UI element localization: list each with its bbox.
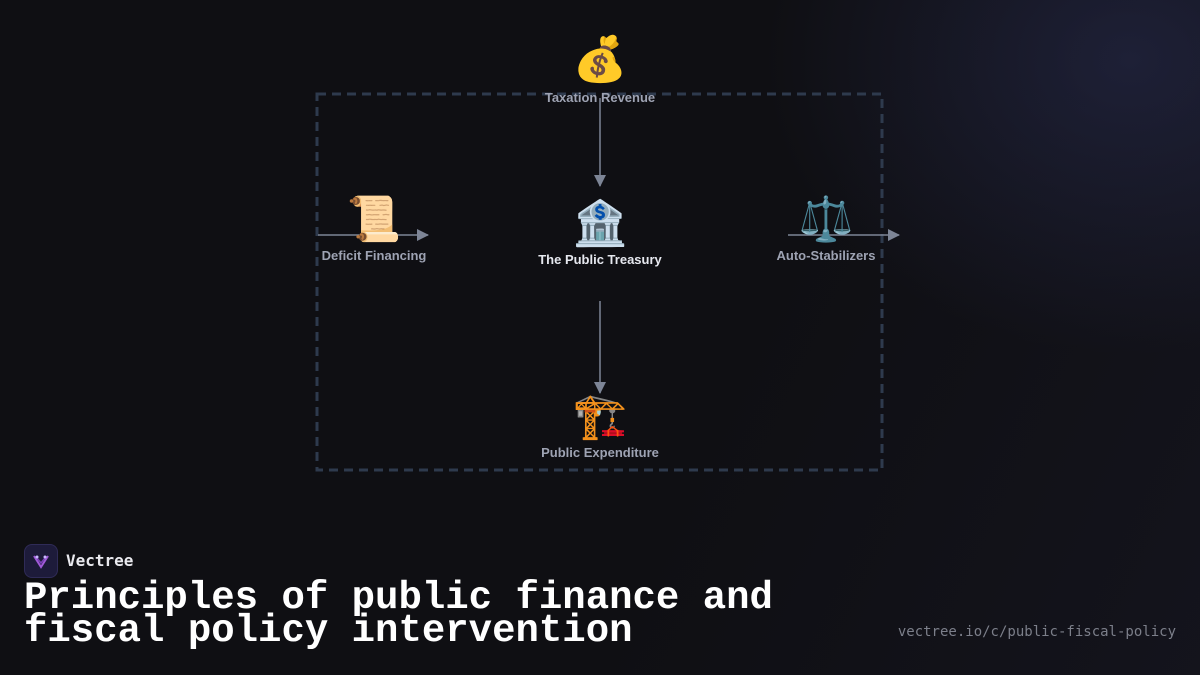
balance-scale-icon: ⚖️: [798, 194, 854, 245]
scroll-icon: 📜: [346, 194, 402, 245]
construction-crane-icon: 🏗️: [572, 391, 628, 442]
vectree-logo-icon: [24, 544, 58, 578]
fiscal-system-container: [315, 92, 884, 472]
node-public-expenditure[interactable]: 🏗️ Public Expenditure: [500, 391, 700, 461]
source-url[interactable]: vectree.io/c/public-fiscal-policy: [897, 624, 1176, 640]
node-label: Taxation Revenue: [544, 90, 656, 105]
node-auto-stabilizers[interactable]: ⚖️ Auto-Stabilizers: [726, 194, 926, 264]
node-taxation-revenue[interactable]: 💰 Taxation Revenue: [500, 34, 700, 106]
node-deficit-financing[interactable]: 📜 Deficit Financing: [274, 194, 474, 264]
brand-name: Vectree: [66, 551, 134, 570]
node-label: Auto-Stabilizers: [776, 248, 876, 263]
node-label: The Public Treasury: [538, 252, 662, 267]
bank-icon: 🏦: [572, 198, 628, 249]
money-bag-icon: 💰: [572, 34, 628, 85]
node-public-treasury[interactable]: 🏦 The Public Treasury: [500, 198, 700, 268]
node-label: Deficit Financing: [321, 248, 427, 263]
page-title: Principles of public finance and fiscal …: [24, 576, 773, 653]
node-label: Public Expenditure: [541, 445, 659, 460]
